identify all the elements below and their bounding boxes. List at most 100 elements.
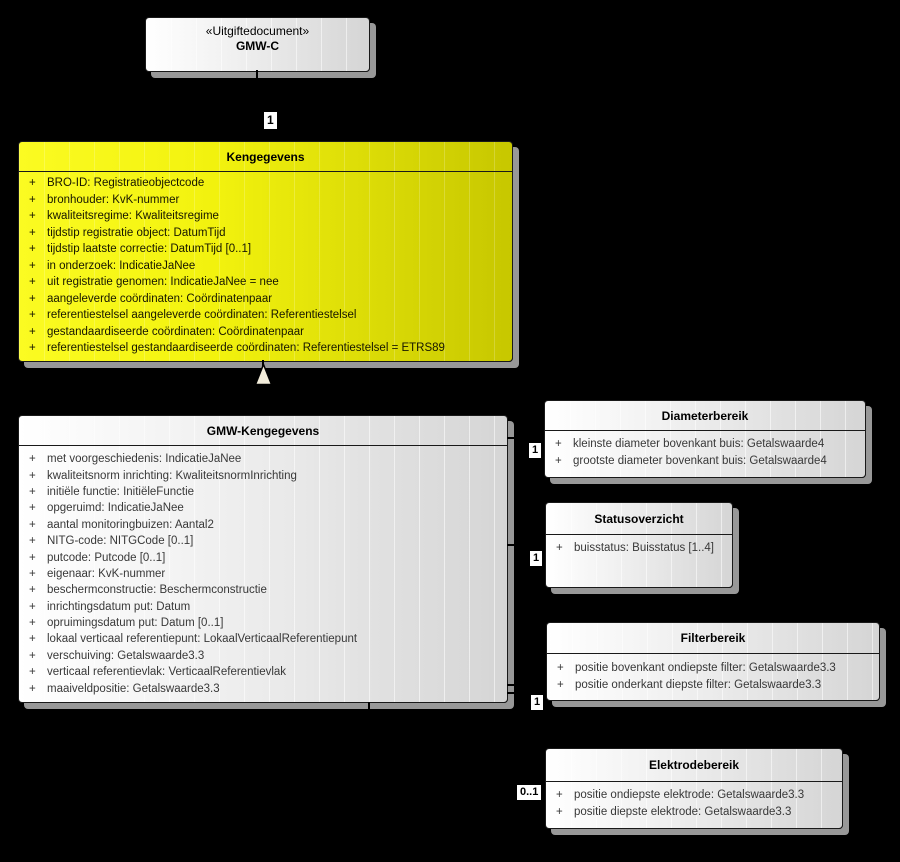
visibility-plus: + <box>29 453 36 466</box>
class-box-gmw-c[interactable]: «Uitgiftedocument» GMW-C <box>145 17 370 72</box>
visibility-plus: + <box>29 551 36 564</box>
visibility-plus: + <box>556 541 563 554</box>
visibility-plus: + <box>29 502 36 515</box>
visibility-plus: + <box>29 584 36 597</box>
class-box-diameterbereik[interactable]: Diameterbereik +kleinste diameter bovenk… <box>544 400 866 478</box>
attribute-text: kleinste diameter bovenkant buis: Getals… <box>573 437 825 450</box>
class-attribute: + opruimingsdatum put: Datum [0..1] <box>19 615 507 631</box>
class-attribute: + aantal monitoringbuizen: Aantal2 <box>19 517 507 533</box>
visibility-plus: + <box>29 649 36 662</box>
class-title: Kengegevens <box>19 142 512 172</box>
visibility-plus: + <box>555 454 562 467</box>
class-attribute: + initiële functie: InitiëleFunctie <box>19 484 507 500</box>
class-attribute: + gestandaardiseerde coördinaten: Coördin… <box>19 324 512 341</box>
attribute-text: buisstatus: Buisstatus [1..4] <box>574 541 714 554</box>
visibility-plus: + <box>557 661 564 674</box>
attribute-text: positie onderkant diepste filter: Getals… <box>575 678 822 691</box>
class-attribute: + maaiveldpositie: Getalswaarde3.3 <box>19 680 507 696</box>
attribute-text: kwaliteitsnorm inrichting: Kwaliteitsnor… <box>47 469 297 482</box>
class-attribute: +kleinste diameter bovenkant buis: Getal… <box>545 435 865 452</box>
class-attribute: +kwaliteitsregime: Kwaliteitsregime <box>19 208 512 225</box>
multiplicity-label: 0..1 <box>517 785 542 800</box>
class-attribute: +uit registratie genomen: IndicatieJaNee… <box>19 274 512 291</box>
attribute-text: gestandaardiseerde coördinaten: Coördina… <box>47 325 305 338</box>
attribute-text: referentiestelsel aangeleverde coördinat… <box>47 309 357 322</box>
stereotype-label: «Uitgiftedocument» <box>205 24 310 38</box>
attribute-text: grootste diameter bovenkant buis: Getals… <box>573 454 827 467</box>
class-title: Statusoverzicht <box>546 503 732 535</box>
attribute-text: in onderzoek: IndicatieJaNee <box>47 259 196 272</box>
visibility-plus: + <box>29 600 36 613</box>
attribute-text: maaiveldpositie: Getalswaarde3.3 <box>47 682 220 695</box>
visibility-plus: + <box>556 805 563 818</box>
attribute-text: tijdstip registratie object: DatumTijd <box>47 226 226 239</box>
attribute-text: positie diepste elektrode: Getalswaarde3… <box>574 805 792 818</box>
attribute-text: referentiestelsel gestandaardiseerde coö… <box>47 342 445 355</box>
visibility-plus: + <box>29 469 36 482</box>
attribute-text: NITG-code: NITGCode [0..1] <box>47 535 194 548</box>
visibility-plus: + <box>29 535 36 548</box>
attribute-text: lokaal verticaal referentiepunt: LokaalV… <box>47 633 358 646</box>
class-box-kengegevens[interactable]: Kengegevens + BRO-ID: Registratieobjectco… <box>18 141 513 362</box>
attribute-text: beschermconstructie: Beschermconstructie <box>47 584 267 597</box>
class-attribute: + buisstatus: Buisstatus [1..4] <box>546 539 732 556</box>
class-title: GMW-Kengegevens <box>19 416 507 446</box>
visibility-plus: + <box>29 325 36 338</box>
attribute-text: initiële functie: InitiëleFunctie <box>47 485 195 498</box>
class-box-gmw-kengegevens[interactable]: GMW-Kengegevens +met voorgeschiedenis: I… <box>18 415 508 703</box>
attribute-text: verticaal referentievlak: VerticaalRefer… <box>47 666 287 679</box>
connector-stub <box>507 544 518 546</box>
connector-stub <box>368 702 370 712</box>
attribute-text: opruimingsdatum put: Datum [0..1] <box>47 617 224 630</box>
class-attribute: +positie ondiepste elektrode: Getalswaar… <box>546 786 842 803</box>
visibility-plus: + <box>29 276 36 289</box>
class-attribute: +aangeleverde coördinaten: Coördinatenpa… <box>19 291 512 308</box>
visibility-plus: + <box>29 210 36 223</box>
class-attribute: + referentiestelsel gestandaardiseerde co… <box>19 340 512 357</box>
attribute-text: opgeruimd: IndicatieJaNee <box>47 502 184 515</box>
class-attribute: + beschermconstructie: Beschermconstructi… <box>19 582 507 598</box>
attribute-text: aantal monitoringbuizen: Aantal2 <box>47 518 214 531</box>
class-attribute: + positie onderkant diepste filter: Getal… <box>547 676 879 693</box>
visibility-plus: + <box>29 485 36 498</box>
visibility-plus: + <box>29 518 36 531</box>
visibility-plus: + <box>29 682 36 695</box>
visibility-plus: + <box>29 309 36 322</box>
class-attribute: + kwaliteitsnorm inrichting: Kwaliteitsno… <box>19 467 507 483</box>
visibility-plus: + <box>29 243 36 256</box>
visibility-plus: + <box>29 567 36 580</box>
attribute-text: eigenaar: KvK-nummer <box>47 567 166 580</box>
class-box-elektrodebereik[interactable]: Elektrodebereik +positie ondiepste elekt… <box>545 748 843 829</box>
visibility-plus: + <box>29 226 36 239</box>
connector-stub <box>507 437 518 439</box>
class-attribute: + lokaal verticaal referentiepunt: Lokaal… <box>19 631 507 647</box>
class-attribute: + tijdstip registratie object: DatumTijd <box>19 225 512 242</box>
visibility-plus: + <box>29 193 36 206</box>
attribute-text: BRO-ID: Registratieobjectcode <box>47 177 205 190</box>
attribute-text: positie ondiepste elektrode: Getalswaard… <box>574 788 805 801</box>
attribute-text: putcode: Putcode [0..1] <box>47 551 166 564</box>
class-attribute: + verschuiving: Getalswaarde3.3 <box>19 648 507 664</box>
visibility-plus: + <box>29 177 36 190</box>
visibility-plus: + <box>29 617 36 630</box>
connector-stub <box>507 684 518 686</box>
class-attribute: + NITG-code: NITGCode [0..1] <box>19 533 507 549</box>
class-box-filterbereik[interactable]: Filterbereik +positie bovenkant ondiepst… <box>546 622 880 701</box>
attribute-text: verschuiving: Getalswaarde3.3 <box>47 649 205 662</box>
attribute-text: positie bovenkant ondiepste filter: Geta… <box>575 661 836 674</box>
attribute-text: bronhouder: KvK-nummer <box>47 193 180 206</box>
class-attribute: + opgeruimd: IndicatieJaNee <box>19 500 507 516</box>
class-attribute: + eigenaar: KvK-nummer <box>19 566 507 582</box>
class-title: GMW-C <box>235 39 280 53</box>
class-attribute: +verticaal referentievlak: VerticaalRefe… <box>19 664 507 680</box>
visibility-plus: + <box>29 342 36 355</box>
class-attribute: + inrichtingsdatum put: Datum <box>19 599 507 615</box>
visibility-plus: + <box>29 633 36 646</box>
attribute-text: inrichtingsdatum put: Datum <box>47 600 191 613</box>
visibility-plus: + <box>557 678 564 691</box>
visibility-plus: + <box>29 259 36 272</box>
visibility-plus: + <box>29 292 36 305</box>
class-box-statusoverzicht[interactable]: Statusoverzicht + buisstatus: Buisstatus … <box>545 502 733 588</box>
connector-stub <box>262 360 264 367</box>
